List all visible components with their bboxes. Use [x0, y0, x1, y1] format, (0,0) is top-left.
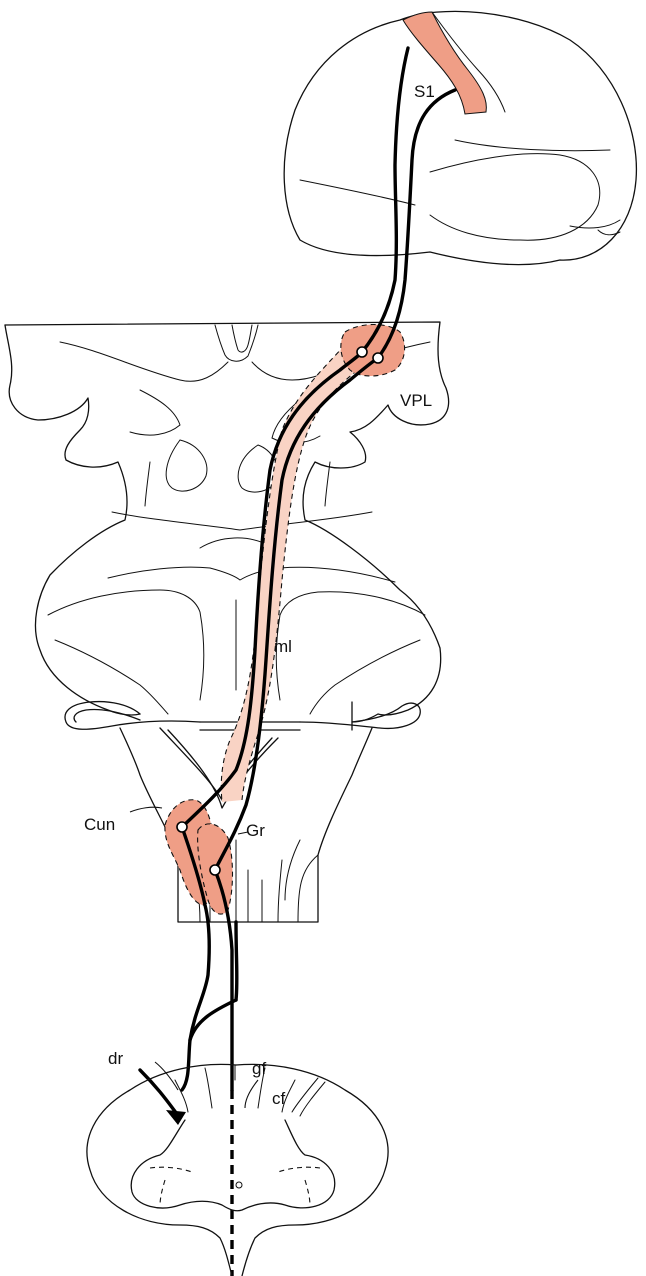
- thalamus-section: [5, 322, 449, 922]
- label-gr: Gr: [246, 821, 265, 840]
- label-ml: ml: [274, 637, 292, 656]
- medial-lemniscus-tract: [221, 345, 372, 802]
- label-dr: dr: [108, 1049, 123, 1068]
- vpl-nucleus: [341, 325, 405, 377]
- brain-hemisphere: [284, 11, 636, 264]
- neuron-cell-bodies: [177, 347, 383, 875]
- axon-pathways: [140, 48, 455, 1276]
- label-vpl: VPL: [400, 391, 432, 410]
- label-cf: cf: [272, 1089, 286, 1108]
- label-cun: Cun: [84, 815, 115, 834]
- central-canal: [236, 1182, 242, 1188]
- label-gf: gf: [252, 1059, 266, 1078]
- spinal-cord-section: [87, 1064, 388, 1276]
- label-s1: S1: [414, 82, 435, 101]
